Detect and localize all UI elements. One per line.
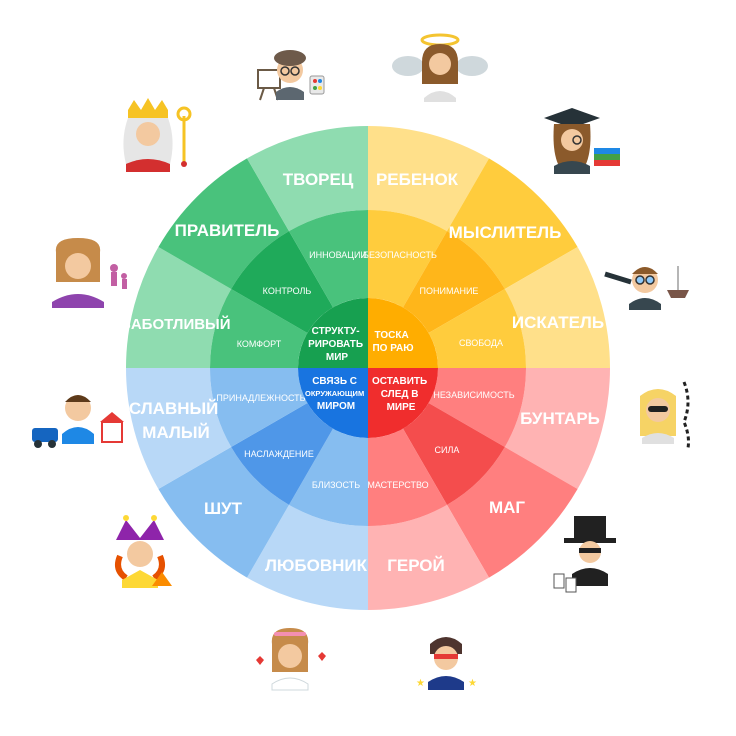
archetype-label-everyman: СЛАВНЫЙ МАЛЫЙ bbox=[129, 399, 223, 442]
core-segment-yellow bbox=[368, 298, 438, 368]
archetype-label-rebel: БУНТАРЬ bbox=[520, 409, 600, 428]
outer-segment-red-c bbox=[368, 504, 489, 610]
archetype-label-creator: ТВОРЕЦ bbox=[283, 170, 354, 189]
outer-segment-green-a bbox=[126, 247, 232, 368]
outer-segment-blue-c bbox=[126, 368, 232, 489]
archetype-label-child: РЕБЕНОК bbox=[376, 170, 459, 189]
archetype-label-ruler: ПРАВИТЕЛЬ bbox=[175, 221, 280, 240]
outer-segment-red-a bbox=[504, 368, 610, 489]
svg-text:★: ★ bbox=[416, 678, 425, 689]
outer-segment-green-c bbox=[247, 126, 368, 232]
outer-segment-yellow-a bbox=[368, 126, 489, 232]
king-icon bbox=[123, 98, 192, 172]
middle-segment-green-b bbox=[231, 231, 333, 333]
mid-label-closeness: БЛИЗОСТЬ bbox=[312, 480, 360, 490]
outer-segment-green-b bbox=[158, 158, 289, 289]
explorer-icon bbox=[604, 266, 689, 310]
lover-icon bbox=[256, 628, 326, 691]
middle-segment-green-c bbox=[289, 210, 368, 308]
core-label-paradise: ТОСКА ПО РАЮ bbox=[372, 330, 413, 354]
middle-segment-green-a bbox=[210, 289, 308, 368]
svg-text:★: ★ bbox=[468, 678, 477, 689]
core-segment-blue bbox=[298, 368, 368, 438]
middle-segment-yellow-b bbox=[403, 231, 505, 333]
core-segment-green bbox=[298, 298, 368, 368]
rebel-icon bbox=[640, 381, 690, 449]
middle-segment-yellow-c bbox=[428, 289, 526, 368]
angel-icon bbox=[392, 33, 488, 102]
archetype-label-jester: ШУТ bbox=[204, 499, 243, 518]
core-label-connection: СВЯЗЬ С ОКРУЖАЮЩИМ МИРОМ bbox=[305, 376, 367, 412]
middle-segment-red-b bbox=[403, 403, 505, 505]
archetype-label-hero: ГЕРОЙ bbox=[387, 556, 445, 575]
mid-label-belonging: ПРИНАДЛЕЖНОСТЬ bbox=[216, 393, 305, 403]
mid-label-safety: БЕЗОПАСНОСТЬ bbox=[363, 250, 437, 260]
mid-label-power: СИЛА bbox=[435, 445, 460, 455]
middle-segment-yellow-a bbox=[368, 210, 447, 308]
outer-segment-blue-a bbox=[247, 504, 368, 610]
archetype-label-seeker: ИСКАТЕЛЬ bbox=[512, 313, 604, 332]
mid-label-freedom: СВОБОДА bbox=[459, 338, 503, 348]
archetype-label-lover: ЛЮБОВНИК bbox=[265, 556, 368, 575]
outer-segment-yellow-b bbox=[447, 158, 578, 289]
archetype-label-magician: МАГ bbox=[489, 498, 525, 517]
jester-icon bbox=[115, 515, 172, 588]
core-label-legacy: ОСТАВИТЬ СЛЕД В МИРЕ bbox=[372, 376, 430, 413]
outer-segment-red-b bbox=[447, 447, 578, 578]
scholar-icon bbox=[544, 108, 620, 174]
mother-child-icon bbox=[52, 238, 127, 308]
middle-segment-red-c bbox=[368, 428, 447, 526]
magician-icon bbox=[553, 516, 616, 593]
neighbor-icon bbox=[32, 395, 124, 448]
middle-segment-blue-c bbox=[210, 368, 308, 447]
outer-segment-yellow-c bbox=[504, 247, 610, 368]
middle-segment-blue-a bbox=[289, 428, 368, 526]
mid-label-comfort: КОМФОРТ bbox=[237, 339, 282, 349]
painter-icon bbox=[257, 50, 325, 101]
archetype-label-thinker: МЫСЛИТЕЛЬ bbox=[449, 223, 562, 242]
middle-segment-blue-b bbox=[231, 403, 333, 505]
hero-icon: ★ ★ bbox=[416, 637, 477, 690]
mid-label-mastery: МАСТЕРСТВО bbox=[367, 480, 428, 490]
mid-label-pleasure: НАСЛАЖДЕНИЕ bbox=[244, 449, 314, 459]
core-label-structure: СТРУКТУ- РИРОВАТЬ МИР bbox=[308, 326, 366, 363]
mid-label-understanding: ПОНИМАНИЕ bbox=[420, 286, 479, 296]
outer-segment-blue-b bbox=[158, 447, 289, 578]
mid-label-innovations: ИННОВАЦИИ bbox=[309, 250, 367, 260]
wheel-segments bbox=[126, 126, 610, 610]
core-segment-red bbox=[368, 368, 438, 438]
mid-label-control: КОНТРОЛЬ bbox=[263, 286, 312, 296]
mid-label-independence: НЕЗАВИСИМОСТЬ bbox=[433, 390, 514, 400]
middle-segment-red-a bbox=[428, 368, 526, 447]
archetype-label-caregiver: ЗАБОТЛИВЫЙ bbox=[121, 315, 230, 333]
